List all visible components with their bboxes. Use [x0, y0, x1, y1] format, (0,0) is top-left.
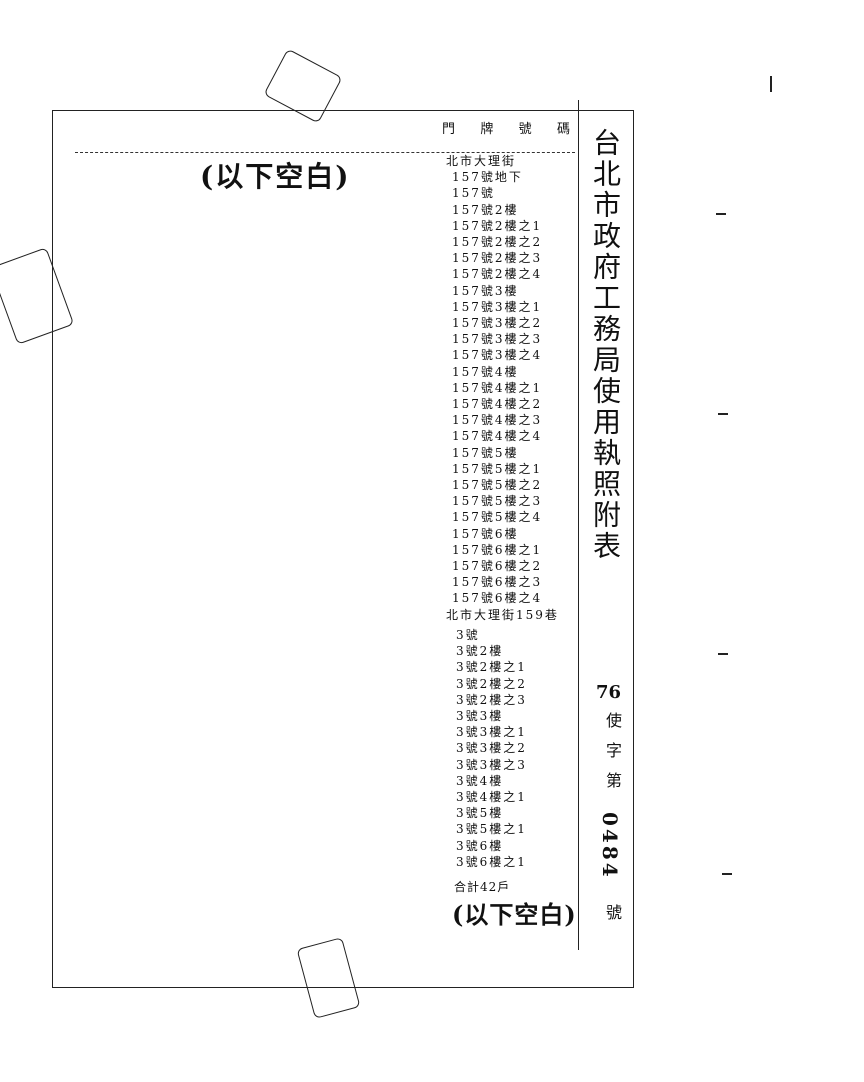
address-item: 157號5樓之2: [452, 478, 543, 493]
address-item: 157號4樓之4: [452, 429, 543, 444]
license-year: 76: [596, 682, 622, 703]
address-item: 157號4樓之2: [452, 397, 543, 412]
address-column-header: 門 牌 號 碼: [442, 118, 570, 137]
address-item: 157號4樓: [452, 364, 519, 379]
address-item: 157號3樓之3: [452, 332, 543, 347]
address-item: 3號3樓之2: [456, 741, 527, 756]
scan-mark: [770, 76, 772, 92]
column-divider: [578, 100, 579, 950]
header-char: 門: [442, 122, 456, 137]
address-item: 157號5樓之1: [452, 461, 543, 476]
license-char-shi: 使: [603, 712, 622, 740]
license-number: 0484: [598, 812, 622, 880]
address-item: 157號3樓之1: [452, 299, 543, 314]
scan-mark: [718, 653, 728, 655]
address-item: 3號4樓之1: [456, 789, 527, 804]
blank-note-bottom: (以下空白): [452, 900, 577, 929]
address-item: 3號2樓之1: [456, 660, 527, 675]
license-suffix: 號: [603, 904, 622, 932]
address-item: 157號3樓: [452, 283, 519, 298]
address-item: 157號2樓之3: [452, 251, 543, 266]
address-item: 157號4樓之1: [452, 380, 543, 395]
address-item: 157號5樓: [452, 445, 519, 460]
address-item: 157號6樓: [452, 526, 519, 541]
address-item: 3號6樓: [456, 838, 504, 853]
address-item: 3號6樓之1: [456, 854, 527, 869]
address-item: 157號2樓之1: [452, 218, 543, 233]
dashed-rule: [75, 152, 575, 153]
document-frame: [52, 110, 634, 988]
address-item: 157號4樓之3: [452, 413, 543, 428]
scan-mark: [722, 873, 732, 875]
address-item: 157號6樓之3: [452, 575, 543, 590]
address-item: 3號5樓: [456, 806, 504, 821]
address-item: 3號3樓之3: [456, 757, 527, 772]
address-item: 北市大理街: [446, 154, 517, 168]
address-item: 157號2樓: [452, 202, 519, 217]
header-char: 牌: [480, 122, 494, 137]
address-item: 3號2樓之3: [456, 692, 527, 707]
address-item: 3號2樓: [456, 644, 504, 659]
address-item: 157號5樓之4: [452, 510, 543, 525]
address-item: 3號: [456, 627, 480, 642]
address-item: 157號: [452, 186, 495, 201]
address-item: 北市大理街159巷: [446, 607, 559, 622]
address-item: 157號6樓之4: [452, 591, 543, 606]
address-item: 3號2樓之2: [456, 676, 527, 691]
address-item: 157號3樓之4: [452, 348, 543, 363]
license-char-zi: 字: [603, 742, 622, 770]
header-char: 號: [518, 122, 532, 137]
address-item: 157號2樓之4: [452, 267, 543, 282]
address-item: 3號4樓: [456, 773, 504, 788]
household-total: 合計42戶: [454, 880, 511, 894]
address-item: 157號地下: [452, 170, 523, 185]
address-item: 157號5樓之3: [452, 494, 543, 509]
scan-mark: [718, 413, 728, 415]
document-title: 台北市政府工務局使用執照附表: [589, 128, 622, 562]
address-item: 157號6樓之1: [452, 542, 543, 557]
address-item: 157號2樓之2: [452, 235, 543, 250]
header-char: 碼: [556, 122, 570, 137]
address-item: 157號6樓之2: [452, 559, 543, 574]
license-char-di: 第: [603, 772, 622, 800]
address-item: 3號3樓: [456, 708, 504, 723]
address-item: 157號3樓之2: [452, 316, 543, 331]
address-item: 3號5樓之1: [456, 822, 527, 837]
address-item: 3號3樓之1: [456, 725, 527, 740]
blank-note-left: (以下空白): [200, 160, 351, 193]
scan-mark: [716, 213, 726, 215]
